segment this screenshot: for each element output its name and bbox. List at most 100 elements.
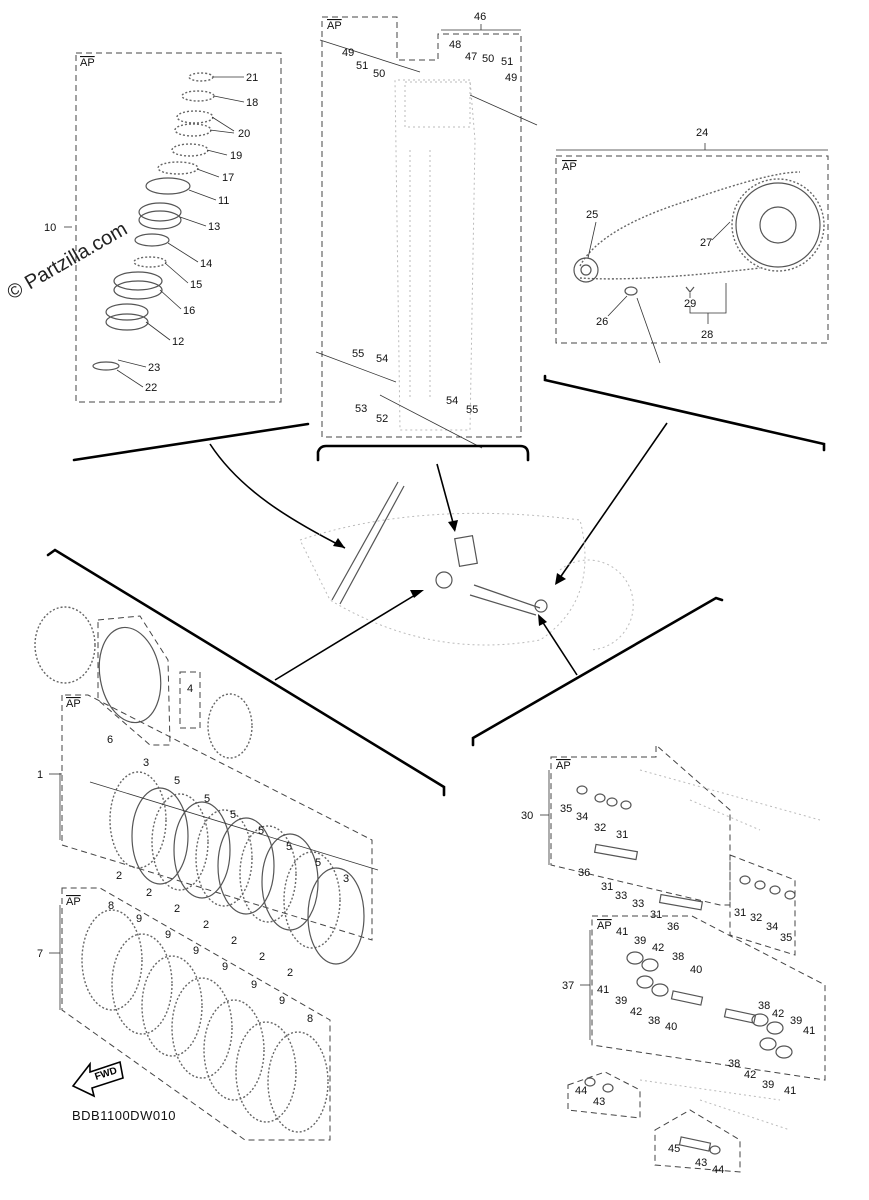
- callout-14: 14: [200, 258, 212, 270]
- diagram-code: BDB1100DW010: [72, 1108, 176, 1123]
- seal-kit-30-section: AP 30 35 34 32 31 36 31 33 33 31 36 31: [521, 743, 821, 956]
- callout-35: 35: [560, 803, 572, 815]
- callout-43b: 43: [695, 1157, 707, 1169]
- callout-31: 31: [616, 829, 628, 841]
- callout-52: 52: [376, 413, 388, 425]
- shock-link-illustration: [315, 39, 538, 449]
- callout-41c: 41: [803, 1025, 815, 1037]
- callout-44: 44: [575, 1085, 587, 1097]
- callout-2c: 2: [174, 903, 180, 915]
- callout-8: 8: [108, 900, 114, 912]
- ap-marker: AP: [562, 161, 577, 173]
- bearing-kit-illustration: [626, 951, 793, 1059]
- callout-45: 45: [668, 1143, 680, 1155]
- callout-40b: 40: [665, 1021, 677, 1033]
- callout-24: 24: [696, 127, 708, 139]
- callout-51: 51: [356, 60, 368, 72]
- clutch-plates-section: AP 1 6 4 3 5 5 5 5 5 5: [34, 606, 379, 979]
- callout-37: 37: [562, 980, 574, 992]
- callout-9a: 9: [136, 913, 142, 925]
- callout-12: 12: [172, 336, 184, 348]
- collar-section: 44 43 45 43 44: [567, 1071, 791, 1176]
- callout-2e: 2: [231, 935, 237, 947]
- callout-5e: 5: [286, 841, 292, 853]
- callout-50b: 50: [482, 53, 494, 65]
- bearing-rings-illustration: [92, 72, 215, 371]
- callout-43: 43: [593, 1096, 605, 1108]
- callout-33b: 33: [632, 898, 644, 910]
- callout-19: 19: [230, 150, 242, 162]
- ap-marker: AP: [66, 896, 81, 908]
- callout-46: 46: [474, 11, 486, 23]
- callout-1: 1: [37, 769, 43, 781]
- friction-disc-illustration: [81, 909, 329, 1133]
- callout-40: 40: [690, 964, 702, 976]
- shock-link-section: AP 46 49 51 50 48 47 50 51 49 55 54 53 5…: [315, 11, 538, 532]
- callout-36: 36: [578, 867, 590, 879]
- callout-38: 38: [672, 951, 684, 963]
- clutch-disc-stack-illustration: [109, 771, 365, 965]
- callout-42c: 42: [772, 1008, 784, 1020]
- callout-55b: 55: [466, 404, 478, 416]
- callout-35b: 35: [780, 932, 792, 944]
- callout-9e: 9: [251, 979, 257, 991]
- callout-34: 34: [576, 811, 588, 823]
- callout-41b: 41: [597, 984, 609, 996]
- callout-39c: 39: [790, 1015, 802, 1027]
- callout-2b: 2: [146, 887, 152, 899]
- callout-31b: 31: [601, 881, 613, 893]
- ap-marker: AP: [597, 920, 612, 932]
- chain-sprocket-illustration: [573, 171, 825, 296]
- callout-33: 33: [615, 890, 627, 902]
- callout-10: 10: [44, 222, 56, 234]
- callout-3: 3: [143, 757, 149, 769]
- callout-5f: 5: [315, 857, 321, 869]
- callout-31c: 31: [650, 909, 662, 921]
- callout-2f: 2: [259, 951, 265, 963]
- callout-5c: 5: [230, 809, 236, 821]
- callout-51b: 51: [501, 56, 513, 68]
- callout-9b: 9: [165, 929, 171, 941]
- callout-50: 50: [373, 68, 385, 80]
- callout-18: 18: [246, 97, 258, 109]
- callout-3b: 3: [343, 873, 349, 885]
- callout-5b: 5: [204, 793, 210, 805]
- callout-22: 22: [145, 382, 157, 394]
- callout-23: 23: [148, 362, 160, 374]
- seal-kit-illustration: [576, 769, 821, 956]
- callout-49b: 49: [505, 72, 517, 84]
- callout-11: 11: [218, 195, 229, 207]
- callout-27: 27: [700, 237, 712, 249]
- callout-4: 4: [187, 683, 193, 695]
- callout-39d: 39: [762, 1079, 774, 1091]
- callout-44b: 44: [712, 1164, 724, 1176]
- friction-plates-section: AP 7 8 9 9 9 9 9 9 8 FWD BDB1100DW010: [37, 887, 331, 1141]
- callout-30: 30: [521, 810, 533, 822]
- callout-8b: 8: [307, 1013, 313, 1025]
- callout-21: 21: [246, 72, 258, 84]
- callout-55: 55: [352, 348, 364, 360]
- drive-chain-section: AP 24 25 27 26 29 28: [543, 127, 829, 585]
- callout-38d: 38: [728, 1058, 740, 1070]
- callout-25: 25: [586, 209, 598, 221]
- callout-6: 6: [107, 734, 113, 746]
- callout-39: 39: [634, 935, 646, 947]
- callout-32b: 32: [750, 912, 762, 924]
- callout-9c: 9: [193, 945, 199, 957]
- ap-marker: AP: [66, 698, 81, 710]
- callout-48: 48: [449, 39, 461, 51]
- ap-marker: AP: [556, 760, 571, 772]
- callout-36b: 36: [667, 921, 679, 933]
- callout-41d: 41: [784, 1085, 796, 1097]
- callout-42: 42: [652, 942, 664, 954]
- callout-47: 47: [465, 51, 477, 63]
- callout-29: 29: [684, 298, 696, 310]
- callout-54b: 54: [446, 395, 458, 407]
- callout-17: 17: [222, 172, 234, 184]
- callout-5a: 5: [174, 775, 180, 787]
- callout-26: 26: [596, 316, 608, 328]
- callout-20: 20: [238, 128, 250, 140]
- callout-5d: 5: [258, 825, 264, 837]
- callout-16: 16: [183, 305, 195, 317]
- fwd-arrow-icon: FWD: [71, 1060, 124, 1098]
